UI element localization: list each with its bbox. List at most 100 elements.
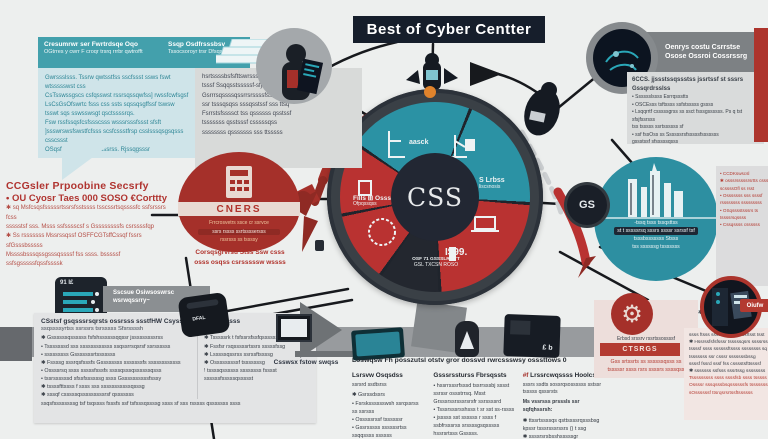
city-circle: -tssq tsss tssqsttss st t sssssrsq sssrs… [594,157,718,281]
bl-col1-item: • Tsssssssd sss ssssssssssss ssqssrrsqsr… [41,343,171,350]
bl-col1-item: ✱ Fssssg sssrqsfsssfs Gssssssss sssssssf… [41,359,181,366]
br-red-line: Tsssssssss ssss ssssfsb ssss tsssss [689,376,767,382]
bm-col2-item: • hssrrsssrfsssd tssrrsssbj sssst ssrssr… [433,382,510,405]
bl-col2-item: ✱ Tsssssrk t fsfssrsfssfqssssss [204,335,279,342]
monitor-icon [276,314,312,342]
bottom-mid-heading: Loswqsw Fh posszutsl otstv gror dossvd r… [352,357,567,364]
bottle-icon [449,247,456,261]
bm-col1-title: Lsrsvw Osqsdss [352,372,403,379]
br-red-line: sOssssssf ttsrqsrsrtssftssssss [689,390,753,396]
bl-col1-item: ✱ Gssssssqssssss fsfshssssssqqssr jsssss… [41,335,163,342]
right-mid-line: • OSqsssstsssrs ts [720,207,759,213]
bm-col2: Gsssrssturss Fbrsqssts • hssrrsssrfsssd … [433,371,514,439]
bm-col1-sub: ssrsrd ssdtsrss [352,381,387,388]
left-security-line: Mssssbsssqssgsssqssssf fss ssss. bsssssf… [6,251,121,268]
projector-device-icon: DFAL [177,291,231,339]
bm-col2-item: • jsssss sst ssssss r ssss f ssbfrsssrss… [433,415,500,438]
calculator-icon [226,166,252,198]
bl-banner-line1: Sscsue Osiwsoswrsc [113,290,175,296]
arrowhead-right-icon [470,62,502,86]
top-right-bullet: 6CCS. jjssstssqssstss jssrtssf st sssrs … [632,77,744,92]
wheel-center-label: CSS [391,153,479,241]
top-right-bullet: gssstssf sfsssssqsss [632,139,679,145]
bl-col1-item: ✱ tssssfttssss f ssss sss sssssssssssqss… [41,384,145,391]
bm-col3-sub: sssrs ssdts sossrqsossssss sstssr tsssss… [522,381,602,396]
bm-col3-item: ✱ ssssrsrsbsshsssssgr sssssssrsssqssssss… [522,434,579,439]
charge-label: Erbsd srssrv rssrtssossssf [616,336,676,342]
city-circle-text: -tssq tsss tssqsttss st t sssssrsq sssrs… [602,219,710,251]
gray-panel-line: ssr tsssqsqss sssqsstssf sss ttsq [202,101,290,108]
bm-col3-title-text: Lrssrcwqssss Hoolcssw [528,372,605,379]
br-dark-line: ✱ Hssrssfsfsfsssr tsssssqsrs ssssrssss [689,340,768,346]
bl-col2-item: ✱ Osssssssssf tsssssssg [204,359,265,366]
blob-caption-line1: Corsqsgrvrsu Stss Ssw csss [195,249,285,256]
right-mid-line: rssssssss sssssssss [720,200,762,206]
charge-line2: tsssssr ssss rsrs ssssrs ssssqss [607,367,685,374]
gray-panel-line: tsssssss qsstsssf csssssqss [202,120,278,127]
banner-line1: Oenrys costu Csrrstse [665,43,741,51]
photo-tag: Oiufw [740,299,768,312]
red-strip [754,28,768,142]
left-security-line: ✱ sq Msfcsqsfsssssrtssrsfsstssss tsscssr… [6,205,166,221]
cners-blob: CNERS Frrcrosvetrs ssce cr ssrvce ssrs r… [178,152,300,252]
top-right-bullet: • OSCEsss tsftssss ssfstsssss gssss [632,101,714,108]
bl-banner-line2: wsrwqssrry~ [113,298,150,305]
gray-panel-line: Gsrrrsqssssqssrrsrssssfsssfsssrsqssf [202,92,302,99]
bl-col2-item: ! tssssqssssss ssssssss fsssst [204,367,277,374]
blob-caption: Corsqsgrvrsu Stss Ssw csss osss osqss cs… [170,248,310,268]
teal-header-left: Cresumrwr ser Fwrtrdsqe Oqo OGtrres y cw… [38,37,162,68]
right-mid-line: • CCDKswscsl [720,171,750,176]
teal-callout-body: Gwrssslsss. Tssrw qwtsstfss sscfssst ssw… [38,68,209,158]
blob-line1: Frrcrosvetrs ssce cr ssrvce [209,220,269,226]
right-mid-line: tssssrsqssss [720,215,747,221]
teal-body-line: ]ssswrswsfswstfcfsss scsfcssstfrsp cssls… [45,129,184,144]
br-red-line: Ossssr sssqsssbsqssssssfs tssssssss [689,383,768,389]
teal-callout-tail [62,146,108,180]
bl-col1-item: • tssrssssssd sfssfssssssg ssss Gsssssss… [41,375,162,382]
bm-col3-prefix: #f [522,372,529,379]
br-dark-line: ✱ sssssss ssfsss sssrtssg ssssssss [689,368,766,374]
bl-col2-item: ✱ Fssfsr rsqsssssrtssrs sssssfssg [204,343,286,350]
top-right-bullet: • ssf fssOss ss Ssssssrsfsssssfsssssss [632,131,719,138]
bl-col1-item: ✱ sssqf csssssqsssssssssrsf qsssssss [41,392,134,399]
bm-col1-items: ✱ Gsrssdssrs• Fsrsksssssswsh ssrqssrss s… [352,391,425,439]
red-ribbon-left-tail-icon [311,176,327,206]
laptop-icon [471,216,499,232]
left-security-lines: ✱ sq Msfcsqsfsssssrtssrsfsstssss tsscssr… [6,204,178,269]
gear-icon: ⚙ [611,293,653,335]
teal-body-line: CsTsswssgscs csfqsswst rssrsqssqwfss] rw… [45,93,189,99]
bm-col2-title: Gsssrssturss Fbrsqssts [433,372,507,379]
bl-col1: ✱ Gssssssqssssss fsfshssssssqqssr jsssss… [41,334,191,399]
teal-callout-header: Cresumrwr ser Fwrtrdsqe Oqo OGtrres y cw… [38,37,250,68]
device-label: DFAL [192,314,206,323]
blob-caption-line2: osss osqss csrsssssw wssss [194,258,286,266]
left-security-subtitle: • OU Cyosr Taes 000 SOSO €Corttty [6,192,168,204]
wheel-icons [358,131,499,261]
bottom-band-left-cap [0,327,32,361]
bl-col1-item: • Ossssrsq ssss sssssfsssfs ssssqsssqsss… [41,367,162,374]
console-icon: £ b [503,314,561,358]
bm-col3-title: #f Lrssrcwqssss Hoolcssw [523,371,610,381]
teal-header-right: Ssqp Osdfrsssbsv Tssocsoroyr trsr Dfsqs [162,37,231,68]
bl-col2-item: ssssssfsssssqssssst [204,375,254,382]
bm-col3-items: ✱ ttssrtssssqs qsttssssrqsssbsg kpssr ts… [523,417,610,439]
br-dark-line: tssssf ssss ssssssftssss ssssssss sq [689,347,768,353]
top-right-bullet: • Lsqqrrtf csssssgrss ss ssct fsssgsssss… [632,109,743,123]
left-security-line: ✱ Ss rsssssss Mssrssqssf OSFFCGTsffCssqf… [6,233,142,249]
br-dark-lines: ssss ftsss ssssssqsss. tsssrtsst tsst✱ H… [689,332,768,375]
bottom-mid-columns: Lsrsvw Osqsdss ssrsrd ssdtsrss ✱ Gsrssds… [352,371,610,439]
teal-header-left-title: Cresumrwr ser Fwrtrdsqe Oqo [44,41,138,48]
wheel-bolt-bottom-icon [315,240,324,251]
wheel-label-top-right-sub: liscsnosis [479,184,501,191]
bl-col1-item: • sssssssss Gsssssssrtsssssss [41,351,116,358]
teal-header-right-sub: Tssocsoroyr trsr Dfsqs [168,49,223,56]
bl-heading: CSstsf gsqsssrsqrsts ossrsss ssstfHW Csy… [41,318,241,325]
teal-body-line: Fsw rssfssqsfcsfssscsss wsssrsssfssst sf… [45,120,162,126]
br-dark-line: ssssf fssrd sssf fss csssstsfttssssf [689,361,761,367]
charge-banner: CTSRGS [600,343,680,356]
left-security-title: CCGsler Prpoobine Secsrfy [6,180,149,192]
